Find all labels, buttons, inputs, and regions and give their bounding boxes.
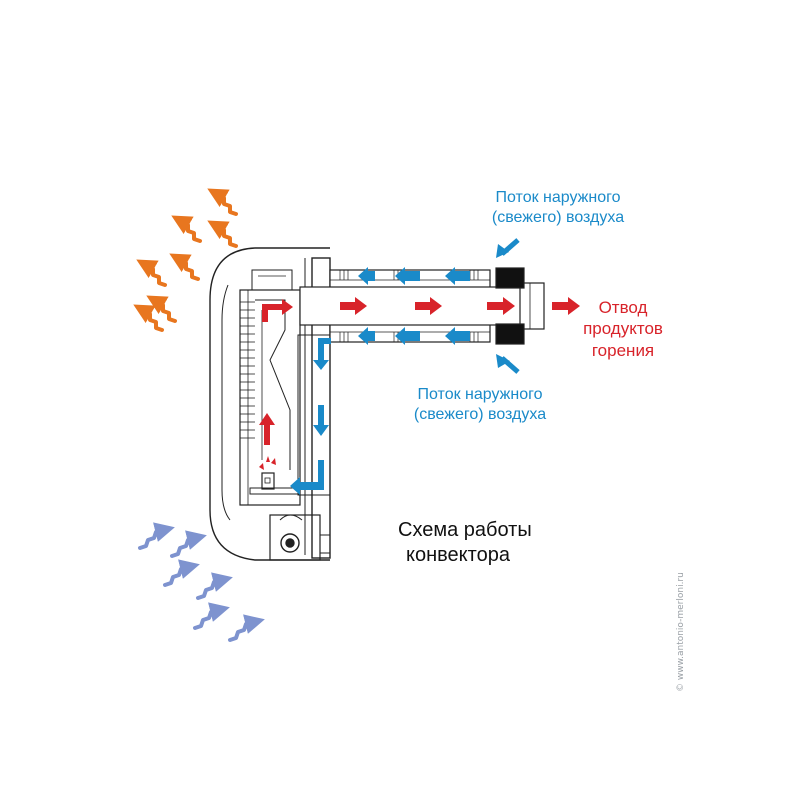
- fresh-air-arrow: [445, 267, 470, 285]
- cold-air-arrow: [163, 559, 200, 587]
- heat-exchanger-fins: [240, 301, 255, 439]
- diagram-title-line1: Схема работы: [398, 519, 532, 541]
- fresh-air-flow: [290, 238, 520, 495]
- burner: [261, 472, 275, 490]
- gas-valve-knob: [280, 533, 300, 553]
- warm-air-arrow: [171, 215, 202, 243]
- cold-air-arrow: [170, 530, 207, 558]
- exhaust-arrow: [415, 297, 442, 315]
- cold-air-flow: [138, 522, 265, 642]
- fresh-air-label-top: Поток наружного (свежего) воздуха: [470, 188, 646, 228]
- exhaust-label: Отвод продуктов горения: [568, 297, 678, 361]
- fresh-air-arrow: [313, 405, 329, 436]
- exhaust-label-line1: Отвод: [598, 298, 648, 317]
- cold-air-arrow: [196, 572, 233, 600]
- warm-air-arrow: [169, 253, 200, 281]
- fresh-air-arrow: [358, 327, 375, 345]
- diagram-title: Схема работы конвектора: [398, 518, 532, 568]
- fresh-air-label-bottom: Поток наружного (свежего) воздуха: [392, 385, 568, 425]
- fresh-air-arrow: [313, 338, 331, 370]
- exhaust-outlet-arrow: [552, 297, 580, 315]
- fresh-air-label-top-line1: Поток наружного: [495, 189, 621, 206]
- fresh-air-label-bottom-line2: (свежего) воздуха: [413, 406, 547, 423]
- warm-air-arrow: [136, 259, 167, 287]
- cold-air-arrow: [193, 602, 230, 630]
- exhaust-arrow: [262, 299, 293, 322]
- fresh-air-arrow: [445, 327, 470, 345]
- warm-air-arrow: [207, 188, 238, 216]
- warm-air-arrow: [207, 220, 238, 248]
- exhaust-label-line3: горения: [591, 340, 655, 360]
- exhaust-arrow: [487, 297, 515, 315]
- warm-air-arrow: [146, 295, 177, 323]
- warm-air-flow: [133, 188, 238, 332]
- fresh-air-label-bottom-line1: Поток наружного: [417, 386, 543, 403]
- convector-casing: [209, 247, 330, 561]
- fresh-air-arrow: [290, 460, 324, 495]
- flame-icon: [259, 456, 276, 470]
- cold-air-arrow: [138, 522, 175, 550]
- wall-collar-bottom: [495, 323, 525, 345]
- fresh-air-label-top-line2: (свежего) воздуха: [491, 209, 625, 226]
- exhaust-arrow: [259, 413, 275, 445]
- exhaust-arrow: [340, 297, 367, 315]
- wall-collar-top: [495, 267, 525, 289]
- watermark: © www.antonio-merloni.ru: [676, 572, 686, 692]
- warm-air-arrow: [133, 304, 164, 332]
- diagram-title-line2: конвектора: [406, 544, 510, 566]
- fresh-air-arrow: [395, 327, 420, 345]
- convector-unit: [209, 247, 331, 561]
- exhaust-flow: [259, 297, 580, 470]
- exhaust-label-line2: продуктов: [583, 319, 663, 339]
- cold-air-arrow: [228, 614, 265, 642]
- fresh-air-arrow: [395, 267, 420, 285]
- fresh-air-arrow: [358, 267, 375, 285]
